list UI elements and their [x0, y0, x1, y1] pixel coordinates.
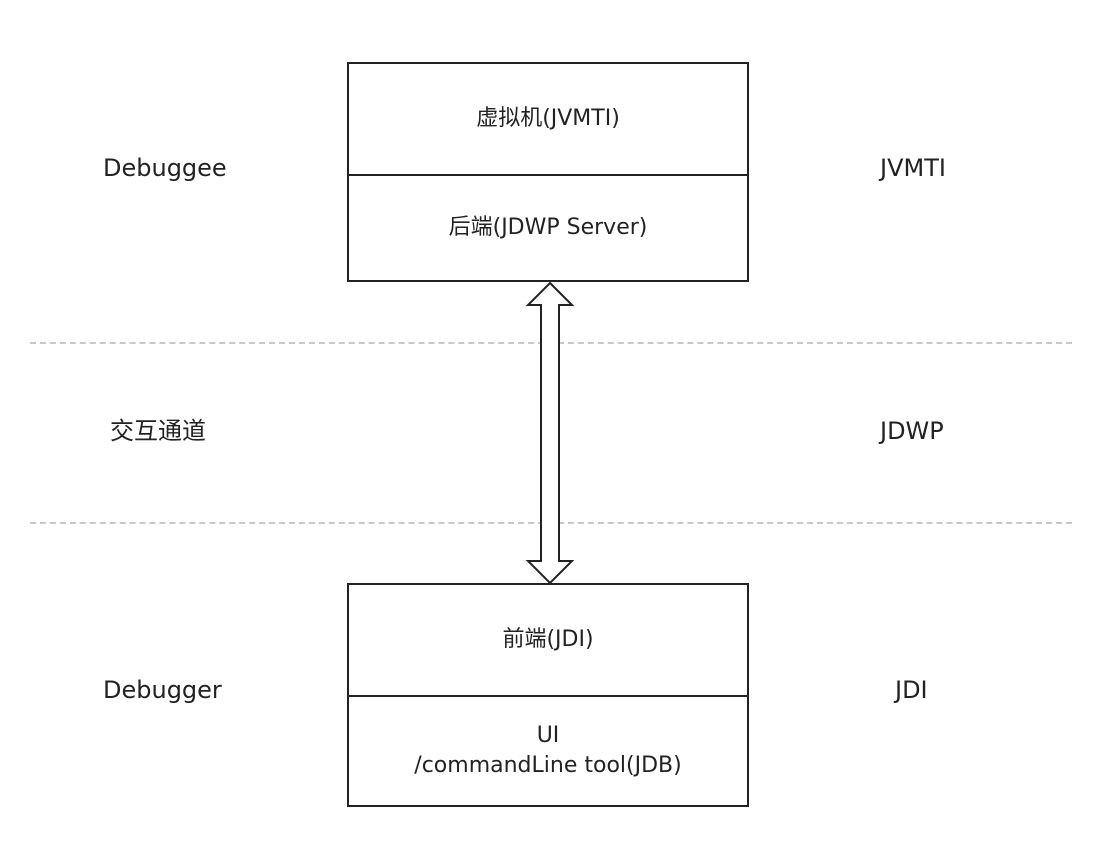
debugger-box: 前端(JDI) UI /commandLine tool(JDB) [347, 583, 749, 807]
label-jdi: JDI [895, 676, 928, 704]
debuggee-box: 虚拟机(JVMTI) 后端(JDWP Server) [347, 62, 749, 282]
label-interaction-channel: 交互通道 [110, 417, 206, 445]
label-debugger: Debugger [103, 676, 222, 704]
frontend-label: 前端(JDI) [502, 627, 594, 652]
backend-label: 后端(JDWP Server) [448, 215, 648, 240]
vm-cell: 虚拟机(JVMTI) [349, 64, 747, 176]
ui-label-line2: /commandLine tool(JDB) [414, 753, 682, 778]
frontend-cell: 前端(JDI) [349, 585, 747, 697]
label-jdwp: JDWP [880, 417, 944, 445]
label-jvmti: JVMTI [880, 154, 946, 182]
vm-label: 虚拟机(JVMTI) [476, 106, 620, 131]
label-debuggee: Debuggee [103, 154, 227, 182]
bidirectional-arrow-icon [525, 281, 575, 585]
ui-label-line1: UI [536, 723, 560, 748]
backend-cell: 后端(JDWP Server) [349, 176, 747, 280]
ui-cell: UI /commandLine tool(JDB) [349, 697, 747, 805]
